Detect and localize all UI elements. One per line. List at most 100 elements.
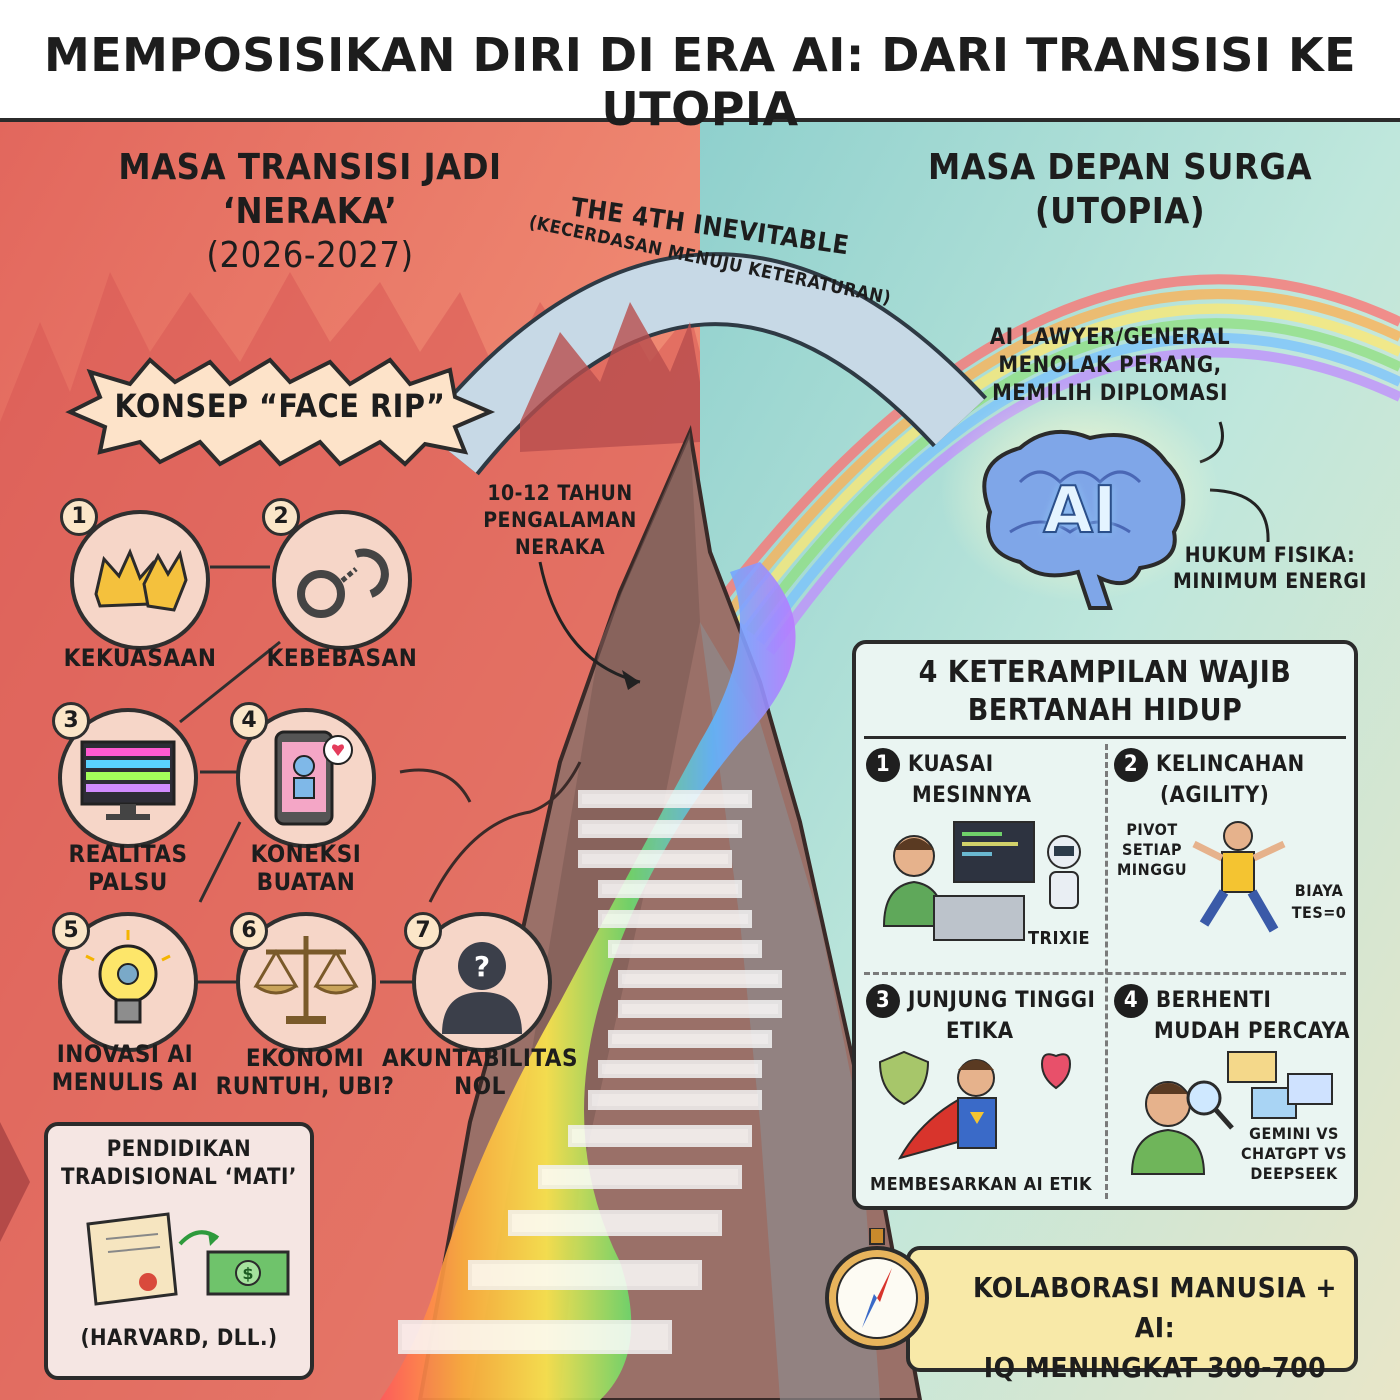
item-4-number: 4	[230, 702, 268, 740]
item-realitas-circle	[58, 708, 198, 848]
item-kekuasaan-circle	[70, 510, 210, 650]
item-akuntabilitas-label: AKUNTABILITAS NOL	[370, 1044, 590, 1100]
skill-1-number: 1	[866, 748, 900, 782]
skill-1-line2: MESINNYA	[912, 783, 1032, 808]
ai-note-1: AI LAWYER/GENERAL	[989, 325, 1231, 350]
item-kekuasaan-label: KEKUASAAN	[63, 644, 217, 672]
title-bar: MEMPOSISIKAN DIRI DI ERA AI: DARI TRANSI…	[0, 0, 1400, 136]
brain-label: AI	[1042, 473, 1117, 549]
skill-2-note4: BIAYA	[1294, 881, 1344, 900]
item-2-number: 2	[262, 498, 300, 536]
physics-note-1: HUKUM FISIKA:	[1184, 543, 1356, 567]
face-rip-title: KONSEP “FACE RIP”	[114, 387, 446, 425]
item-ekonomi-label-2: RUNTUH, UBI?	[215, 1072, 395, 1100]
ai-note-2: MENOLAK PERANG,	[998, 353, 1222, 378]
skills-divider-horizontal	[864, 972, 1346, 975]
item-realitas-label-1: REALITAS	[68, 840, 188, 868]
education-title: PENDIDIKAN TRADISIONAL ‘MATI’	[48, 1136, 310, 1192]
svg-text:?: ?	[474, 950, 490, 983]
skills-divider-vertical	[1105, 744, 1108, 1199]
item-koneksi-label-2: BUATAN	[256, 868, 356, 896]
item-akuntabilitas-label-1: AKUNTABILITAS	[381, 1044, 579, 1072]
right-heading-line2: (UTOPIA)	[1034, 191, 1206, 232]
mountain-note-1: 10-12 TAHUN	[487, 481, 633, 505]
brain-icon	[982, 430, 1186, 610]
phone-robot-icon	[274, 730, 353, 826]
skills-panel: 4 KETERAMPILAN WAJIB BERTANAH HIDUP 1 KUA…	[852, 640, 1358, 1210]
physics-note: HUKUM FISIKA: MINIMUM ENERGI	[1170, 542, 1370, 594]
glitch-monitor-icon	[80, 740, 176, 820]
item-realitas-label: REALITAS PALSU	[28, 840, 228, 896]
education-title-1: PENDIDIKAN	[106, 1137, 252, 1162]
right-heading-line1: MASA DEPAN SURGA	[927, 147, 1313, 188]
skill-4-note1: GEMINI VS	[1249, 1124, 1339, 1143]
mountain-note-2: PENGALAMAN	[483, 508, 637, 532]
superhero-shield-heart-icon	[878, 1050, 1072, 1160]
item-akuntabilitas-label-2: NOL	[454, 1072, 506, 1100]
skills-title: 4 KETERAMPILAN WAJIB BERTANAH HIDUP	[856, 654, 1354, 730]
education-panel: PENDIDIKAN TRADISIONAL ‘MATI’ $ (HARVARD…	[44, 1122, 314, 1380]
collab-line2: IQ MENINGKAT 300-700	[983, 1351, 1327, 1384]
education-note: (HARVARD, DLL.)	[80, 1326, 278, 1351]
mountain-note: 10-12 TAHUN PENGALAMAN NERAKA	[470, 480, 650, 561]
skill-4-line2: MUDAH PERCAYA	[1154, 1019, 1351, 1044]
skill-3-number: 3	[866, 984, 900, 1018]
person-laptop-robot-icon	[882, 821, 1081, 941]
skill-2-line2: (AGILITY)	[1160, 783, 1270, 808]
skill-2-number: 2	[1114, 748, 1148, 782]
ai-note-3: MEMILIH DIPLOMASI	[992, 381, 1228, 406]
handcuffs-icon	[297, 548, 389, 618]
item-kebebasan-circle	[272, 510, 412, 650]
skill-2-note2: SETIAP	[1121, 840, 1183, 859]
item-ekonomi-label: EKONOMI RUNTUH, UBI?	[200, 1044, 410, 1100]
skill-1-note: TRIXIE	[1028, 928, 1091, 949]
ai-note: AI LAWYER/GENERAL MENOLAK PERANG, MEMILI…	[930, 324, 1290, 408]
item-kebebasan-label: KEBEBASAN	[266, 644, 418, 672]
page-title: MEMPOSISIKAN DIRI DI ERA AI: DARI TRANSI…	[43, 28, 1357, 136]
running-person-icon	[1192, 821, 1286, 933]
collab-banner: KOLABORASI MANUSIA + AI: IQ MENINGKAT 30…	[906, 1246, 1358, 1384]
skill-1-line1: KUASAI	[908, 752, 994, 777]
skill-2-note-left: PIVOT SETIAP MINGGU	[1112, 820, 1192, 880]
skill-1-title: 1 KUASAI MESINNYA	[866, 748, 1096, 810]
skill-2-line1: KELINCAHAN	[1156, 752, 1305, 777]
skill-4-note2: CHATGPT VS	[1240, 1144, 1348, 1163]
skills-divider-top	[864, 736, 1346, 739]
skill-4-note3: DEEPSEEK	[1250, 1164, 1338, 1183]
item-ekonomi-label-1: EKONOMI	[245, 1044, 365, 1072]
svg-text:$: $	[242, 1264, 253, 1283]
skill-4-note: GEMINI VS CHATGPT VS DEEPSEEK	[1236, 1124, 1352, 1184]
skill-2-note1: PIVOT	[1126, 820, 1178, 839]
item-6-number: 6	[230, 912, 268, 950]
skill-3-line2: ETIKA	[946, 1019, 1014, 1044]
physics-note-2: MINIMUM ENERGI	[1173, 569, 1367, 593]
item-koneksi-label: KONEKSI BUATAN	[206, 840, 406, 896]
collab-text: KOLABORASI MANUSIA + AI: IQ MENINGKAT 30…	[950, 1268, 1360, 1388]
lightbulb-gear-icon	[85, 930, 171, 1024]
skills-title-2: BERTANAH HIDUP	[967, 693, 1243, 728]
item-3-number: 3	[52, 702, 90, 740]
left-heading-line2: ‘NERAKA’	[222, 191, 398, 232]
education-title-2: TRADISIONAL ‘MATI’	[61, 1165, 297, 1190]
skill-3-title: 3 JUNJUNG TINGGI ETIKA	[866, 984, 1106, 1046]
mountain-note-3: NERAKA	[514, 535, 606, 559]
face-rip-burst	[65, 357, 496, 467]
skill-4-line1: BERHENTI	[1156, 988, 1272, 1013]
item-inovasi-label-2: MENULIS AI	[51, 1068, 199, 1096]
left-heading-line1: MASA TRANSISI JADI	[118, 147, 502, 188]
skill-3-note: MEMBESARKAN AI ETIK	[870, 1174, 1093, 1195]
skill-2-note5: TES=0	[1291, 903, 1347, 922]
right-heading: MASA DEPAN SURGA (UTOPIA)	[900, 146, 1340, 234]
left-heading-years: (2026-2027)	[206, 235, 414, 276]
faceless-person-icon: ?	[442, 942, 522, 1034]
left-heading: MASA TRANSISI JADI ‘NERAKA’ (2026-2027)	[70, 146, 550, 278]
item-inovasi-label: INOVASI AI MENULIS AI	[20, 1040, 230, 1096]
item-inovasi-label-1: INOVASI AI	[56, 1040, 194, 1068]
item-5-number: 5	[52, 912, 90, 950]
skills-title-1: 4 KETERAMPILAN WAJIB	[918, 655, 1292, 690]
skill-2-note-right: BIAYA TES=0	[1284, 880, 1354, 924]
skill-3-line1: JUNJUNG TINGGI	[908, 988, 1096, 1013]
item-koneksi-label-1: KONEKSI	[250, 840, 362, 868]
skill-2-note3: MINGGU	[1116, 860, 1188, 879]
item-realitas-label-2: PALSU	[88, 868, 168, 896]
